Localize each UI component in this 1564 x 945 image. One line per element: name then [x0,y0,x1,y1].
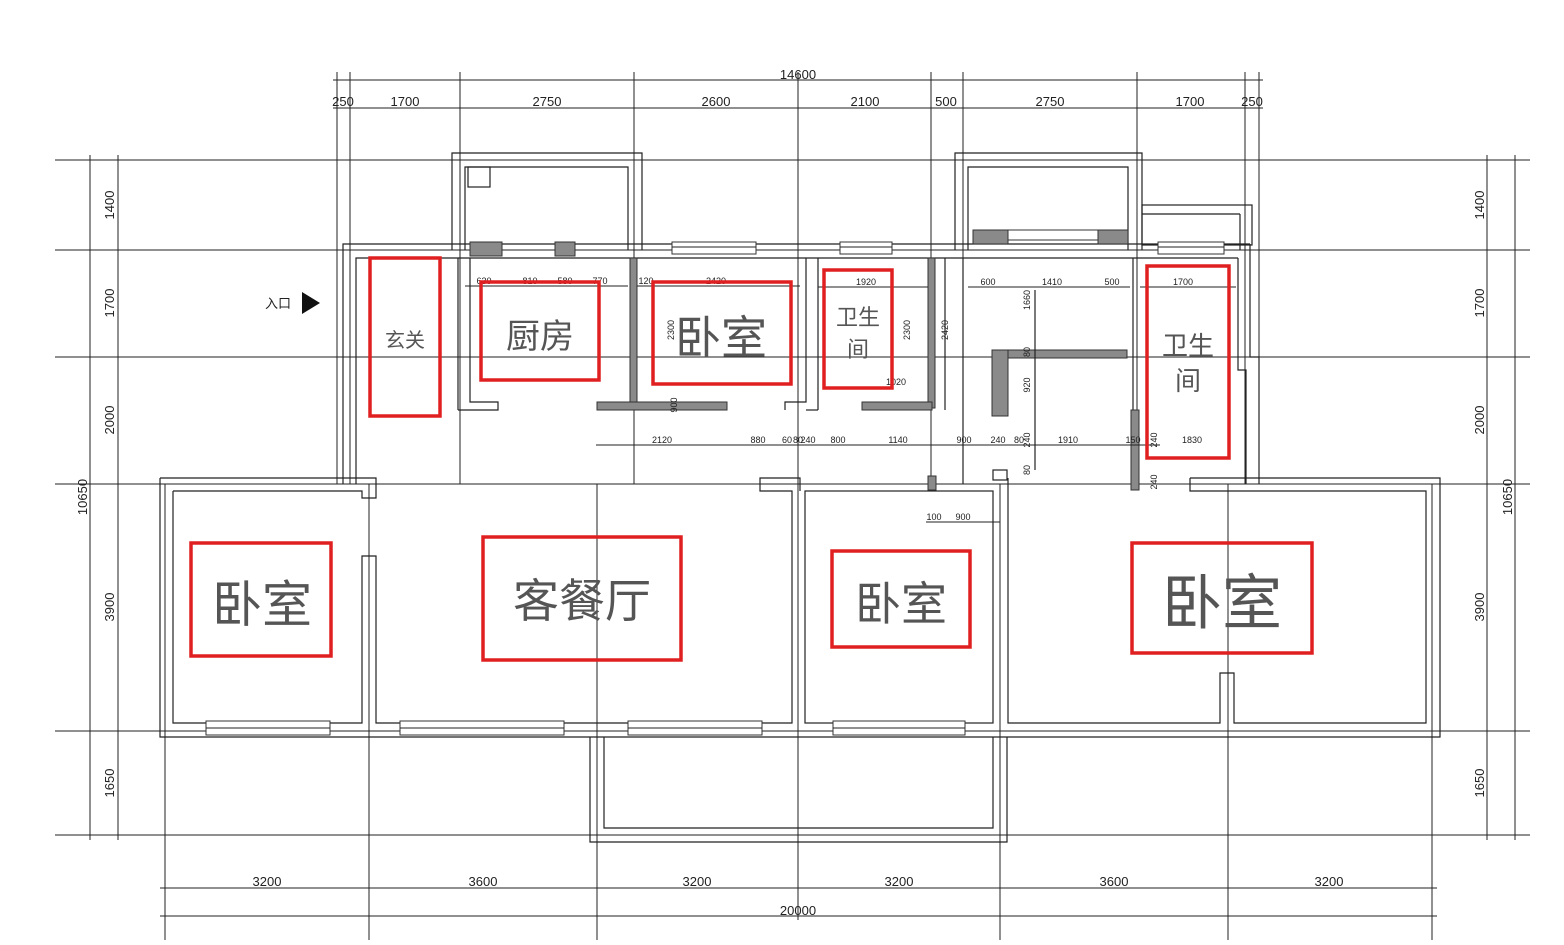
highlight-bath-right [1145,264,1231,460]
inner-dim: 880 [750,435,765,445]
inner-dim: 2420 [940,320,950,340]
inner-dim: 1910 [1058,435,1078,445]
upper-windows [469,229,1225,257]
left-dim: 3900 [102,593,117,622]
right-dim: 3900 [1472,593,1487,622]
inner-dim: 1140 [888,435,907,445]
inner-dim: 1660 [1022,290,1032,310]
left-dim: 1650 [102,769,117,798]
left-dim: 2000 [102,406,117,435]
inner-dim: 2300 [666,320,676,340]
right-dim: 1650 [1472,769,1487,798]
inner-dim: 240 [1022,432,1032,447]
room-label-bedroom-upper: 卧室 [675,311,767,365]
inner-dim: 80 [1022,465,1032,475]
entrance-marker: 入口 [265,292,320,314]
entrance-label: 入口 [265,296,291,311]
right-dim: 1700 [1472,289,1487,318]
inner-dim: 60 [782,435,792,445]
bottom-dim: 3600 [469,874,498,889]
room-label-living-dining: 客餐厅 [513,574,651,628]
inner-dim: 500 [1104,277,1119,287]
room-label-bath-right-1: 卫生 [1162,332,1214,362]
left-dim: 1700 [102,289,117,318]
entrance-arrow-icon [302,292,320,314]
upper-walls [342,152,1260,491]
highlight-boxes [189,256,1314,662]
inner-dim: 1830 [1182,435,1202,445]
highlight-living-dining [481,535,683,662]
inner-dim: 120 [638,276,653,286]
room-label-bath-right-2: 间 [1175,367,1201,397]
inner-dim: 900 [956,435,971,445]
top-dim: 2100 [851,94,880,109]
highlight-bath-mid [822,268,894,390]
bottom-dim: 3200 [885,874,914,889]
room-label-bath-mid-2: 间 [847,338,869,363]
bottom-dim: 3600 [1100,874,1129,889]
room-label-bath-mid-1: 卫生 [836,306,880,331]
inner-dim: 1410 [1042,277,1062,287]
top-dim: 2600 [702,94,731,109]
bottom-dimensions: 3200 3600 3200 3200 3600 3200 20000 [160,874,1437,918]
inner-dim: 2300 [902,320,912,340]
left-dimensions: 1400 1700 2000 3900 1650 10650 [75,191,117,798]
top-dim: 500 [935,94,957,109]
inner-dim: 2120 [652,435,672,445]
lower-windows [205,720,966,736]
inner-dimensions: 630 810 580 770 120 2420 1920 600 1410 5… [465,276,1236,523]
highlight-bedroom-left [189,541,333,658]
inner-dim: 240 [990,435,1005,445]
room-label-bedroom-left: 卧室 [212,576,312,634]
top-dim: 2750 [533,94,562,109]
inner-dim: 1020 [886,377,906,387]
bottom-dim: 3200 [253,874,282,889]
highlight-bedroom-mid [830,549,972,649]
inner-dim: 240 [1149,474,1159,489]
inner-dim: 600 [980,277,995,287]
room-label-bedroom-mid: 卧室 [855,577,947,631]
right-total-dim: 10650 [1500,479,1515,515]
inner-dim: 920 [1022,377,1032,392]
highlight-bedroom-upper [651,280,793,386]
room-labels: 玄关 厨房 卧室 卫生 间 卫生 间 卧室 客餐厅 卧室 卧室 [212,306,1282,639]
lower-walls [159,469,1441,843]
bottom-dim: 3200 [1315,874,1344,889]
inner-dim: 80 [1022,347,1032,357]
left-dim: 1400 [102,191,117,220]
inner-dim: 900 [669,397,679,412]
top-dim: 1700 [391,94,420,109]
inner-dim: 240 [800,435,815,445]
left-total-dim: 10650 [75,479,90,515]
inner-dim: 100 [926,512,941,522]
room-label-foyer: 玄关 [385,328,425,352]
right-dim: 2000 [1472,406,1487,435]
bottom-dim: 3200 [683,874,712,889]
inner-dim: 900 [955,512,970,522]
room-label-bedroom-right: 卧室 [1162,569,1282,639]
top-dimensions: 14600 250 1700 2750 2600 2100 500 2750 1… [332,67,1263,109]
top-dim: 2750 [1036,94,1065,109]
inner-dim: 800 [830,435,845,445]
inner-dim: 150 [1125,435,1140,445]
inner-dim: 1700 [1173,277,1193,287]
highlight-bedroom-right [1130,541,1314,655]
top-dim: 1700 [1176,94,1205,109]
inner-dim: 240 [1149,432,1159,447]
bottom-total-dim: 20000 [780,903,816,918]
inner-dim: 80 [793,435,803,445]
highlight-kitchen [479,280,601,382]
highlight-foyer [368,256,442,418]
top-total-dim: 14600 [780,67,816,82]
right-dimensions: 1400 1700 2000 3900 1650 10650 [1472,191,1515,798]
top-dim: 250 [1241,94,1263,109]
inner-dim: 1920 [856,277,876,287]
right-dim: 1400 [1472,191,1487,220]
inner-dim: 80 [1014,435,1024,445]
top-dim: 250 [332,94,354,109]
room-label-kitchen: 厨房 [506,317,574,357]
